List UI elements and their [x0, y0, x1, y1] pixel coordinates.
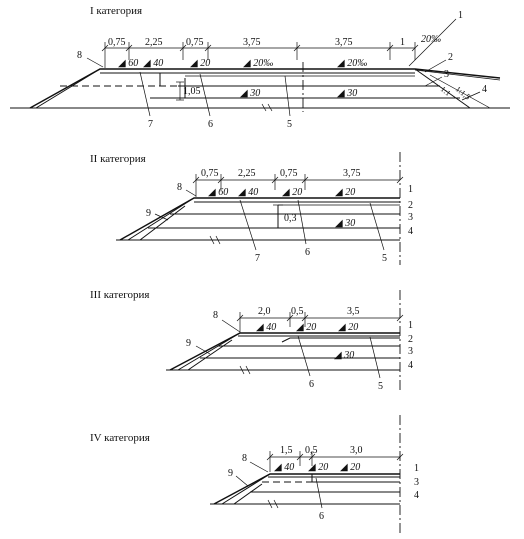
section-3-ref-4: 4: [408, 360, 413, 371]
section-4-ref-8: 8: [242, 453, 247, 464]
section-4-dimension-line: 1,5 0,5 3,0: [266, 445, 404, 472]
section-3-pavement: [166, 332, 400, 375]
section-1-dim-6: 1: [400, 37, 405, 48]
section-4-pavement: [210, 473, 400, 509]
section-4-dim-2: 0,5: [305, 445, 318, 456]
section-1-slope-7: ◢ 30: [337, 88, 357, 99]
section-1-ref-7: 7: [148, 119, 153, 130]
section-3-ref-1: 1: [408, 320, 413, 331]
section-2-slope-2: ◢ 40: [238, 187, 258, 198]
section-4-ref-9: 9: [228, 468, 233, 479]
section-2-ref-7: 7: [255, 253, 260, 264]
section-1-pavement: 1,05: [10, 62, 510, 112]
section-4-ref-4: 4: [414, 490, 419, 501]
section-3-slope-4: ◢ 30: [334, 350, 354, 361]
section-4-slopes: ◢ 40 ◢ 20 ◢ 20: [274, 462, 360, 473]
section-3-dim-3: 3,5: [347, 306, 360, 317]
section-1-ref-6: 6: [208, 119, 213, 130]
section-3-dim-1: 2,0: [258, 306, 271, 317]
section-1-slope-6: ◢ 30: [240, 88, 260, 99]
section-3-ref-8: 8: [213, 310, 218, 321]
section-2-slope-1: ◢ 60: [208, 187, 228, 198]
section-category-4: IV категория 1,5 0,5 3,0: [90, 415, 419, 535]
section-1-dim-3: 0,75: [186, 37, 204, 48]
section-2-ref-8: 8: [177, 182, 182, 193]
section-1-slope-1: ◢ 60: [118, 58, 138, 69]
section-4-slope-2: ◢ 20: [308, 462, 328, 473]
section-2-dim-3: 0,75: [280, 168, 298, 179]
section-category-1: I категория 0,75 2,25 0,75 3,75: [10, 5, 510, 130]
section-1-slope-5: ◢ 20‰: [337, 58, 367, 69]
section-1-slope-2: ◢ 40: [143, 58, 163, 69]
section-1-title: I категория: [90, 5, 142, 17]
section-3-dimension-line: 2,0 0,5 3,5: [236, 306, 404, 333]
section-4-ref-3: 3: [414, 477, 419, 488]
section-4-dim-1: 1,5: [280, 445, 293, 456]
section-2-pavement: 0,3: [116, 197, 400, 245]
section-2-slope-5: ◢ 30: [335, 218, 355, 229]
section-1-ref-4: 4: [482, 84, 487, 95]
section-1-dim-4: 3,75: [243, 37, 261, 48]
section-4-slope-1: ◢ 40: [274, 462, 294, 473]
section-1-references: 1 2 3 4 5 6 7 8: [77, 10, 487, 130]
section-2-ref-4: 4: [408, 226, 413, 237]
section-2-dim-2: 2,25: [238, 168, 256, 179]
section-1-ref-1: 1: [458, 10, 463, 21]
section-2-depth-label: 0,3: [284, 213, 297, 224]
section-3-slopes: ◢ 40 ◢ 20 ◢ 20 ◢ 30: [256, 322, 358, 361]
section-2-ref-2: 2: [408, 200, 413, 211]
section-2-ref-5: 5: [382, 253, 387, 264]
section-3-ref-3: 3: [408, 346, 413, 357]
section-category-2: II категория 0,75 2,25 0,75 3,75: [90, 152, 413, 265]
section-4-slope-3: ◢ 20: [340, 462, 360, 473]
section-2-dimension-line: 0,75 2,25 0,75 3,75: [192, 168, 404, 197]
section-1-slope-3: ◢ 20: [190, 58, 210, 69]
section-1-depth-label: 1,05: [183, 86, 201, 97]
section-3-ref-5: 5: [378, 381, 383, 392]
section-3-slope-2: ◢ 20: [296, 322, 316, 333]
section-4-title: IV категория: [90, 432, 150, 444]
section-1-dimension-line: 0,75 2,25 0,75 3,75 3,75 1: [101, 37, 419, 68]
section-1-slope-4: ◢ 20‰: [243, 58, 273, 69]
section-3-ref-6: 6: [309, 379, 314, 390]
section-2-dim-1: 0,75: [201, 168, 219, 179]
section-3-references: 1 2 3 4 5 6 8 9: [186, 310, 413, 392]
section-2-ref-9: 9: [146, 208, 151, 219]
section-3-ref-2: 2: [408, 334, 413, 345]
section-1-dim-5: 3,75: [335, 37, 353, 48]
section-1-ref-2: 2: [448, 52, 453, 63]
section-4-references: 1 3 4 6 8 9: [228, 453, 419, 522]
section-1-right-slope: 20‰: [421, 34, 441, 45]
section-4-ref-1: 1: [414, 463, 419, 474]
section-3-slope-3: ◢ 20: [338, 322, 358, 333]
section-3-slope-1: ◢ 40: [256, 322, 276, 333]
section-category-3: III категория 2,0 0,5 3,5: [90, 289, 413, 392]
section-2-slope-4: ◢ 20: [335, 187, 355, 198]
section-2-ref-3: 3: [408, 212, 413, 223]
section-3-ref-9: 9: [186, 338, 191, 349]
section-4-ref-6: 6: [319, 511, 324, 522]
section-2-title: II категория: [90, 153, 146, 165]
section-1-ref-3: 3: [444, 69, 449, 80]
section-3-title: III категория: [90, 289, 149, 301]
section-1-ref-5: 5: [287, 119, 292, 130]
section-1-ref-8: 8: [77, 50, 82, 61]
section-1-dim-1: 0,75: [108, 37, 126, 48]
section-2-dim-4: 3,75: [343, 168, 361, 179]
section-1-dim-2: 2,25: [145, 37, 163, 48]
section-2-ref-6: 6: [305, 247, 310, 258]
section-4-dim-3: 3,0: [350, 445, 363, 456]
section-3-dim-2: 0,5: [291, 306, 304, 317]
section-2-ref-1: 1: [408, 184, 413, 195]
section-1-slopes: ◢ 60 ◢ 40 ◢ 20 ◢ 20‰ ◢ 20‰ ◢ 30 ◢ 30 20‰…: [118, 34, 472, 102]
section-2-slope-3: ◢ 20: [282, 187, 302, 198]
section-2-slopes: ◢ 60 ◢ 40 ◢ 20 ◢ 20 ◢ 30: [208, 187, 355, 229]
section-2-references: 1 2 3 4 5 6 7 8 9: [146, 182, 413, 264]
